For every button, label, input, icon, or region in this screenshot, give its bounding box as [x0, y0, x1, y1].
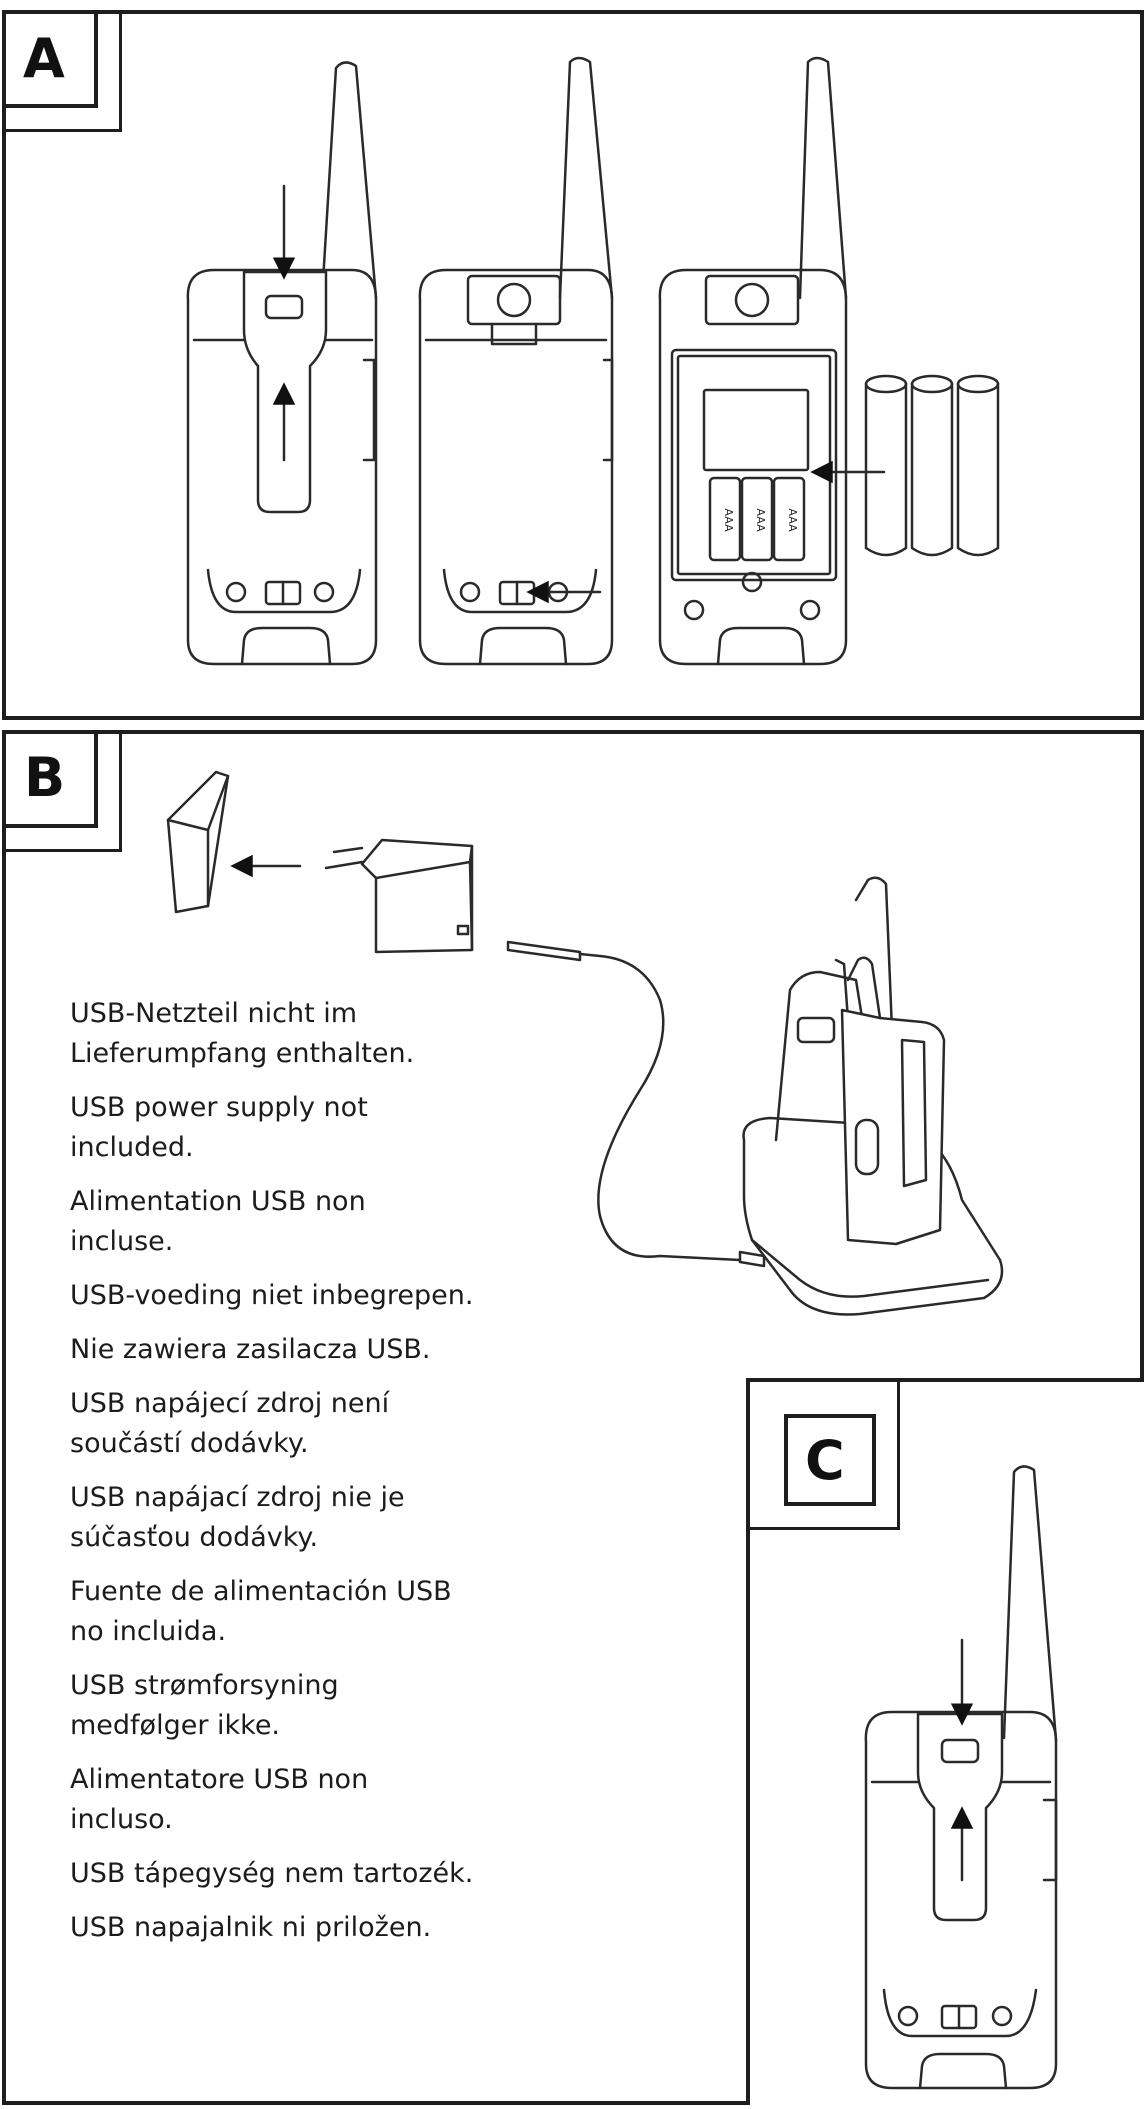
panel-b-label-frame [6, 734, 122, 852]
note-en: USB power supply not included. [70, 1092, 368, 1163]
panel-a-label: A [23, 27, 65, 90]
battery-mark-3: AAA [786, 508, 799, 532]
loose-batteries [864, 374, 1000, 557]
charging-base-with-radios [742, 876, 1004, 1316]
radio-clip-removed [418, 56, 614, 666]
battery-mark-2: AAA [754, 508, 767, 532]
note-fr: Alimentation USB non incluse. [70, 1186, 366, 1257]
aaa-battery-marks: AAA AAA AAA [722, 508, 799, 532]
note-pl: Nie zawiera zasilacza USB. [70, 1334, 431, 1365]
radio-battery-compartment [658, 56, 848, 666]
note-hu: USB tápegység nem tartozék. [70, 1858, 474, 1889]
usb-cable [506, 940, 766, 1268]
note-cs: USB napájecí zdroj není součástí dodávky… [70, 1388, 390, 1459]
panel-c-label-box: C [784, 1414, 876, 1506]
note-nl: USB-voeding niet inbegrepen. [70, 1280, 474, 1311]
usb-power-adapter [324, 838, 474, 954]
panel-a-label-box: A [6, 14, 98, 108]
note-es: Fuente de alimentación USB no incluida. [70, 1576, 452, 1647]
panel-b-label-box: B [6, 734, 98, 828]
panel-c-label-frame [750, 1382, 900, 1530]
radio-with-belt-clip-c [864, 1465, 1058, 2090]
usb-cap [166, 770, 230, 914]
note-sk: USB napájací zdroj nie je súčasťou dodáv… [70, 1482, 405, 1553]
panel-a: A [2, 10, 1144, 720]
panel-a-label-frame [6, 14, 122, 132]
radio-with-belt-clip [186, 61, 378, 666]
panel-b-label: B [24, 746, 66, 809]
battery-mark-1: AAA [722, 508, 735, 532]
note-da: USB strømforsyning medfølger ikke. [70, 1670, 339, 1741]
usb-notes-list: USB-Netzteil nicht im Lieferumpfang enth… [70, 994, 510, 1962]
panel-c-label: C [805, 1429, 845, 1492]
note-de: USB-Netzteil nicht im Lieferumpfang enth… [70, 998, 415, 1069]
note-it: Alimentatore USB non incluso. [70, 1764, 369, 1835]
note-sl: USB napajalnik ni priložen. [70, 1912, 432, 1943]
